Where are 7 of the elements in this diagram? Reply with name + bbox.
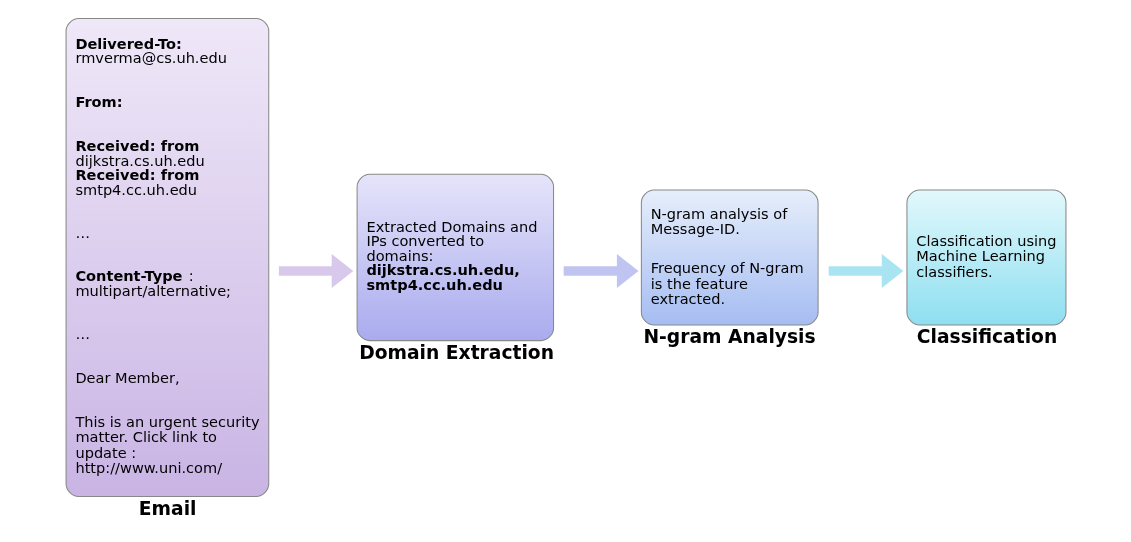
- arrow: [278, 254, 354, 288]
- node-label: Classification: [916, 326, 1058, 348]
- node-label: Email: [138, 497, 197, 519]
- node-label: N-gram Analysis: [643, 326, 816, 348]
- arrow: [563, 254, 639, 288]
- node-label: Domain Extraction: [359, 341, 554, 363]
- arrow: [828, 254, 904, 288]
